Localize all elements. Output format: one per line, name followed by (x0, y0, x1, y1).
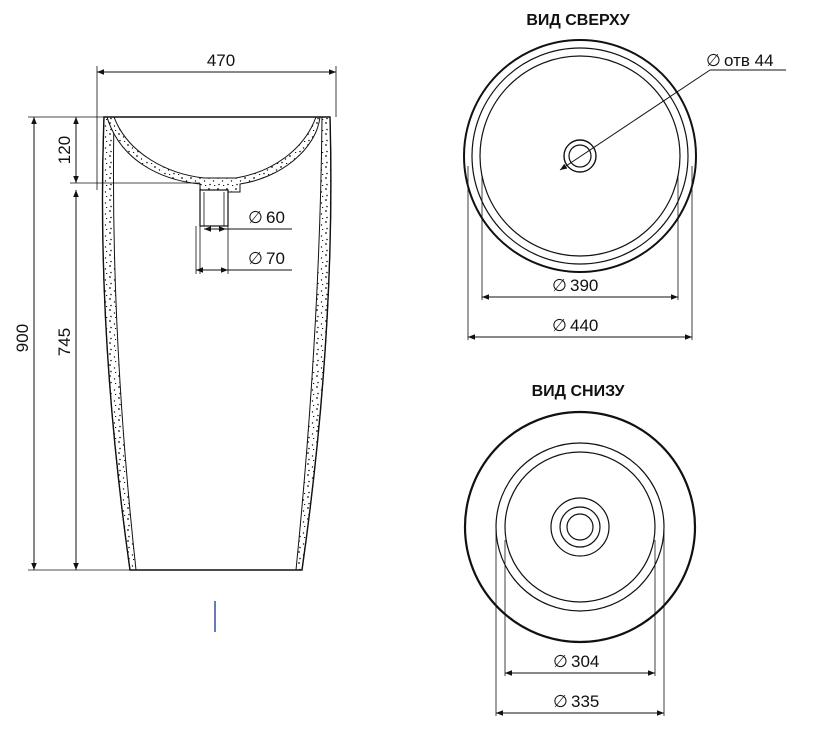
bottom-view: ВИД СНИЗУ ∅ 304 ∅ 335 (463, 383, 697, 716)
diameter-symbol: ∅ (552, 276, 567, 296)
diameter-symbol: ∅ (248, 208, 263, 228)
body-outline (101, 116, 332, 571)
top-view: ВИД СВЕРХУ ∅ отв 44 ∅ 390 ∅ 440 (463, 12, 786, 340)
diameter-symbol: ∅ (553, 652, 568, 672)
bottom-outer-rim (463, 410, 697, 644)
bottom-view-title: ВИД СНИЗУ (532, 383, 626, 400)
bottom-drain-hole (566, 513, 594, 541)
bottom-outer-diameter-label: 335 (571, 692, 599, 711)
bottom-base-inner (504, 451, 656, 603)
top-inner-diameter-label: 390 (570, 276, 598, 295)
basin-depth-label: 120 (55, 136, 74, 164)
diameter-symbol: ∅ (706, 51, 721, 71)
side-section-view: 470 120 745 900 ∅ 60 ∅ 70 (13, 51, 337, 632)
lower-height-label: 745 (55, 328, 74, 356)
top-bowl-edge (479, 55, 681, 257)
top-view-title: ВИД СВЕРХУ (526, 12, 630, 29)
diameter-symbol: ∅ (248, 249, 263, 269)
diameter-symbol: ∅ (553, 692, 568, 712)
drain-pipe (199, 189, 229, 227)
total-height-label: 900 (13, 324, 32, 352)
top-inner-rim (471, 47, 689, 265)
drain-inner-diameter-label: 60 (266, 208, 285, 227)
width-dimension-label: 470 (207, 51, 235, 70)
top-outer-diameter-label: 440 (570, 316, 598, 335)
drain-outer-diameter-label: 70 (266, 249, 285, 268)
top-outer-rim (463, 39, 697, 273)
bottom-base-outer (495, 442, 665, 612)
top-drain-hole (563, 139, 597, 173)
diameter-symbol: ∅ (552, 316, 567, 336)
bottom-drain-outer (550, 497, 610, 557)
top-hole-label: отв 44 (724, 51, 774, 70)
bottom-inner-diameter-label: 304 (571, 652, 599, 671)
basin-bowl-section (106, 116, 321, 193)
